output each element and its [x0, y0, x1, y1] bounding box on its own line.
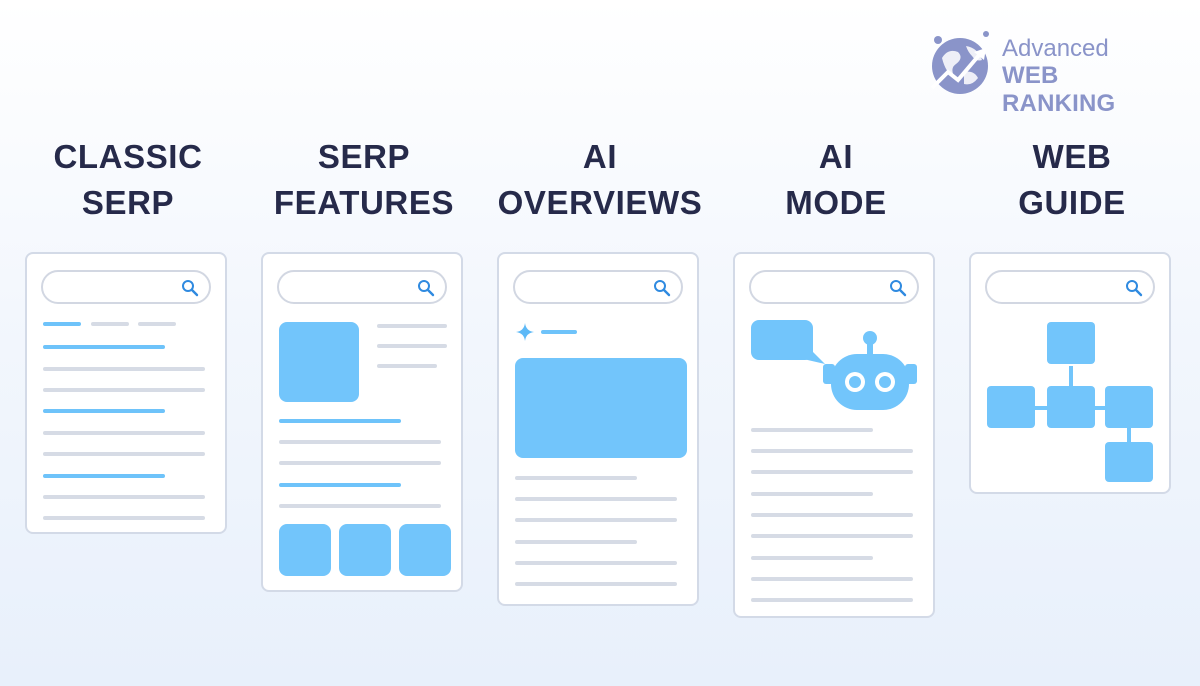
search-bar: [749, 270, 919, 304]
result-text-line: [279, 461, 441, 465]
result-title-line: [43, 474, 165, 478]
title-line: GUIDE: [1018, 184, 1126, 221]
card-classic-serp: [25, 252, 227, 534]
search-bar: [277, 270, 447, 304]
result-text-line: [751, 428, 873, 432]
ai-label-line: [541, 330, 577, 334]
title-line: AI: [582, 138, 618, 175]
result-text-line: [751, 513, 913, 517]
search-icon: [654, 280, 671, 297]
advanced-web-ranking-logo: Advanced WEB RANKING: [928, 28, 1168, 117]
feature-tile: [399, 524, 451, 576]
title-line: AI: [818, 138, 854, 175]
column-title-serp-features: SERP FEATURES: [249, 134, 479, 226]
column-title-classic-serp: CLASSIC SERP: [13, 134, 243, 226]
node-bottom: [1105, 442, 1153, 482]
logo-line-advanced: Advanced: [1002, 35, 1109, 62]
feature-tile: [339, 524, 391, 576]
result-text-line: [751, 492, 873, 496]
result-text-line: [515, 582, 677, 586]
card-ai-mode: [733, 252, 935, 618]
ai-overview-block: [515, 358, 687, 458]
title-line: FEATURES: [273, 184, 455, 221]
card-serp-features: [261, 252, 463, 592]
result-text-line: [515, 518, 677, 522]
column-title-web-guide: WEB GUIDE: [957, 134, 1187, 226]
title-line: SERP: [317, 138, 411, 175]
feature-tile: [279, 524, 331, 576]
result-text-line: [515, 561, 677, 565]
result-title-line: [279, 483, 401, 487]
result-text-line: [279, 504, 441, 508]
card-ai-overviews: [497, 252, 699, 606]
column-title-ai-overviews: AI OVERVIEWS: [485, 134, 715, 226]
result-title-line: [43, 345, 165, 349]
result-text-line: [43, 452, 205, 456]
result-title-line: [43, 409, 165, 413]
result-text-line: [43, 516, 205, 520]
tab-placeholder: [91, 322, 129, 326]
globe-logo-icon: [930, 31, 989, 94]
search-icon: [890, 280, 907, 297]
result-text-line: [751, 470, 913, 474]
title-line: OVERVIEWS: [497, 184, 703, 221]
feature-text-line: [377, 324, 447, 328]
feature-text-line: [377, 344, 447, 348]
tab-placeholder: [138, 322, 176, 326]
column-title-ai-mode: AI MODE: [721, 134, 951, 226]
result-text-line: [43, 367, 205, 371]
result-text-line: [43, 495, 205, 499]
tab-indicator: [43, 322, 81, 326]
search-bar: [41, 270, 211, 304]
result-text-line: [751, 449, 913, 453]
result-text-line: [515, 540, 637, 544]
logo-line-web-ranking: WEB RANKING: [1002, 62, 1116, 117]
featured-image-block: [279, 322, 359, 402]
result-text-line: [43, 388, 205, 392]
result-text-line: [279, 440, 441, 444]
search-icon: [182, 280, 199, 297]
search-icon: [418, 280, 435, 297]
search-icon: [1126, 280, 1143, 297]
result-text-line: [751, 577, 913, 581]
result-text-line: [751, 534, 913, 538]
result-text-line: [751, 598, 913, 602]
card-web-guide: [969, 252, 1171, 494]
node-center: [1047, 386, 1095, 428]
title-line: WEB: [1032, 138, 1112, 175]
site-structure-diagram: [987, 322, 1153, 482]
node-top: [1047, 322, 1095, 364]
node-left: [987, 386, 1035, 428]
node-right: [1105, 386, 1153, 428]
feature-text-line: [377, 364, 437, 368]
robot-icon: [823, 331, 917, 410]
result-text-line: [751, 556, 873, 560]
search-bar: [985, 270, 1155, 304]
title-line: MODE: [785, 184, 887, 221]
chat-bubble-icon: [751, 320, 825, 364]
result-text-line: [515, 497, 677, 501]
title-line: SERP: [81, 184, 175, 221]
sparkle-icon: [516, 323, 534, 341]
result-text-line: [43, 431, 205, 435]
title-line: CLASSIC: [53, 138, 203, 175]
result-title-line: [279, 419, 401, 423]
result-text-line: [515, 476, 637, 480]
search-bar: [513, 270, 683, 304]
